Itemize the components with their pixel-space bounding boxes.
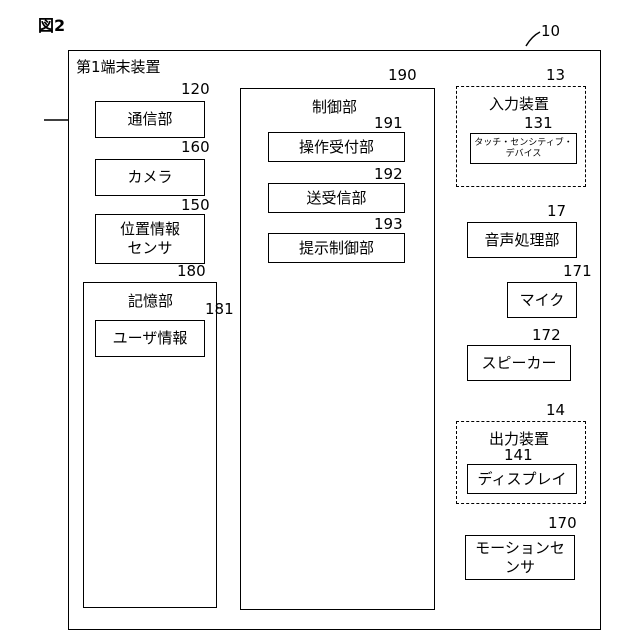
mic-label: マイク (520, 291, 565, 310)
user-info-label: ユーザ情報 (113, 329, 188, 348)
terminal-label: 第1端末装置 (76, 56, 161, 77)
control-label: 制御部 (312, 96, 357, 117)
motion-sensor-label-2: ンサ (505, 558, 535, 577)
storage-label: 記憶部 (128, 290, 173, 311)
presentation-control-label: 提示制御部 (299, 239, 374, 258)
touch-device-label-1: タッチ・センシティブ・ (474, 138, 572, 149)
transceiver-ref: 192 (374, 165, 403, 183)
position-sensor-label-1: 位置情報 (120, 220, 180, 239)
position-sensor-ref: 150 (181, 196, 210, 214)
display-label: ディスプレイ (478, 470, 567, 489)
speaker-label: スピーカー (481, 354, 556, 373)
audio-ref: 17 (547, 202, 566, 220)
position-sensor-label-2: センサ (127, 239, 172, 258)
input-device-ref: 13 (546, 66, 565, 84)
storage-ref: 180 (177, 262, 206, 280)
comm-block: 通信部 (95, 101, 205, 138)
camera-block: カメラ (95, 159, 205, 196)
camera-ref: 160 (181, 138, 210, 156)
touch-device-block: タッチ・センシティブ・ デバイス (470, 133, 577, 164)
display-ref: 141 (504, 446, 533, 464)
camera-label: カメラ (127, 168, 172, 187)
touch-device-ref: 131 (524, 114, 553, 132)
output-device-ref: 14 (546, 401, 565, 419)
leader-10 (526, 32, 540, 46)
user-info-ref: 181 (205, 300, 234, 318)
terminal-ref: 10 (541, 22, 560, 40)
touch-device-label-2: デバイス (506, 149, 542, 160)
presentation-control-block: 提示制御部 (268, 233, 405, 263)
op-receiver-ref: 191 (374, 114, 403, 132)
control-ref: 190 (388, 66, 417, 84)
transceiver-block: 送受信部 (268, 183, 405, 213)
transceiver-label: 送受信部 (306, 189, 366, 208)
display-block: ディスプレイ (467, 464, 577, 494)
speaker-ref: 172 (532, 326, 561, 344)
presentation-control-ref: 193 (374, 215, 403, 233)
audio-label: 音声処理部 (484, 231, 559, 250)
motion-sensor-label-1: モーションセ (475, 539, 565, 558)
audio-block: 音声処理部 (467, 222, 577, 258)
comm-ref: 120 (181, 80, 210, 98)
op-receiver-block: 操作受付部 (268, 132, 405, 162)
input-device-label: 入力装置 (489, 93, 549, 114)
motion-sensor-block: モーションセ ンサ (465, 535, 575, 580)
position-sensor-block: 位置情報 センサ (95, 214, 205, 264)
comm-label: 通信部 (127, 110, 172, 129)
op-receiver-label: 操作受付部 (299, 138, 374, 157)
mic-ref: 171 (563, 262, 592, 280)
user-info-block: ユーザ情報 (95, 320, 205, 357)
speaker-block: スピーカー (467, 345, 571, 381)
motion-sensor-ref: 170 (548, 514, 577, 532)
control-block (240, 88, 435, 610)
mic-block: マイク (507, 282, 577, 318)
